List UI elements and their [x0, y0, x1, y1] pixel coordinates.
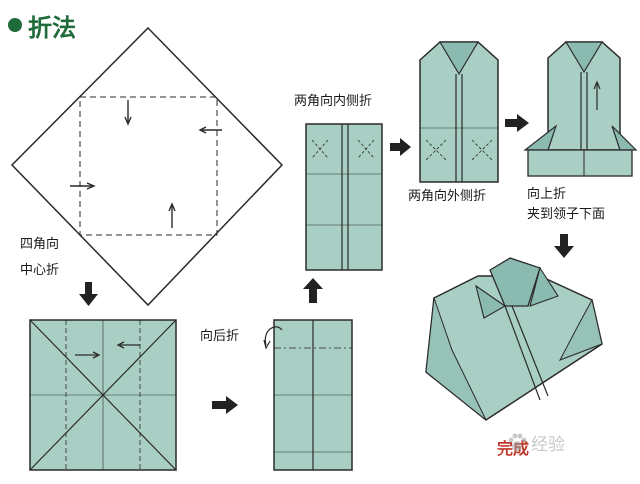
label-fold-up-line1: 向上折: [527, 187, 567, 202]
arrow-right-3: [505, 114, 529, 132]
page-title: 折法: [28, 13, 76, 42]
arrow-right-1: [212, 396, 238, 414]
title-row: 折法: [8, 10, 76, 42]
watermark-text: 经验: [531, 435, 565, 455]
step7-finished-shirt: [425, 257, 603, 421]
step6-shirt: [523, 41, 638, 177]
label-fold-two-corners-in: 两角向内侧折: [294, 94, 373, 109]
watermark: 经验: [506, 430, 565, 455]
step1-fold-arrows: [70, 100, 222, 228]
step1-diamond: [10, 26, 284, 307]
label-fold-corners-line1: 四角向: [20, 237, 60, 252]
paw-icon: [508, 433, 527, 451]
step4-rectangle: [305, 123, 383, 271]
label-fold-back: 向后折: [200, 329, 240, 344]
step2-square: [29, 319, 177, 471]
arrow-down-1: [79, 282, 98, 306]
arrow-down-2: [554, 234, 574, 258]
label-fold-up-line2: 夹到领子下面: [527, 207, 606, 222]
step3-rectangle: [263, 319, 353, 471]
arrow-right-2: [390, 138, 411, 156]
label-fold-two-corners-out: 两角向外侧折: [408, 189, 487, 204]
arrow-up-1: [303, 278, 323, 303]
title-bullet-icon: [8, 18, 22, 32]
label-fold-corners-line2: 中心折: [20, 263, 60, 278]
step5-shirt: [419, 41, 499, 183]
